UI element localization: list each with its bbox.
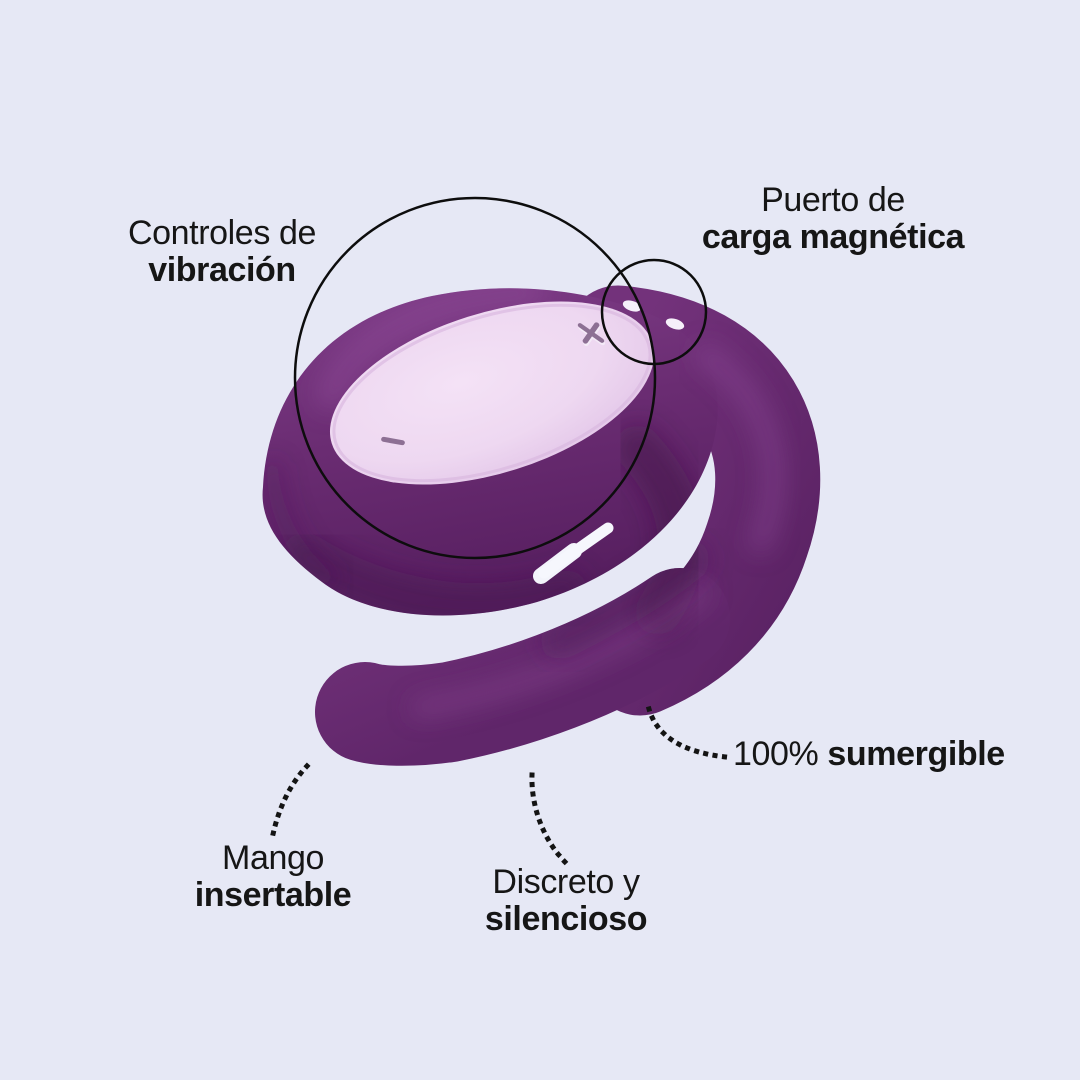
- label-discreet-quiet: Discreto y silencioso: [436, 864, 696, 938]
- leader-line-quiet: [529, 772, 570, 867]
- label-segment-normal: 100%: [733, 735, 828, 773]
- label-submersible: 100% sumergible: [733, 736, 1005, 773]
- label-vibration-controls: Controles de vibración: [82, 215, 362, 289]
- leader-line-submersible: [645, 705, 729, 760]
- callout-circle-controls: [293, 196, 657, 560]
- plus-control-icon: [577, 322, 605, 347]
- label-line-2: vibración: [148, 251, 296, 289]
- control-pad: [329, 301, 655, 485]
- label-line-1: Controles de: [128, 214, 316, 252]
- device-insertable-arm: [315, 568, 730, 766]
- body-gap-highlight: [533, 522, 614, 584]
- leader-line-handle: [269, 762, 311, 842]
- label-line-1: Puerto de: [761, 181, 905, 219]
- callout-circle-charging-port: [600, 258, 708, 366]
- leader-lines: [269, 705, 729, 867]
- label-line-2: silencioso: [484, 900, 648, 938]
- label-segment-bold: sumergible: [827, 735, 1005, 773]
- charging-contacts-icon: [622, 300, 685, 330]
- label-line-2: carga magnética: [701, 218, 965, 256]
- label-insertable-handle: Mango insertable: [143, 840, 403, 914]
- device-shading: [263, 277, 785, 717]
- label-charging-port: Puerto de carga magnética: [673, 182, 993, 256]
- minus-control-icon: [381, 436, 405, 446]
- label-line-1: Mango: [222, 839, 324, 877]
- label-line-2: insertable: [194, 876, 352, 914]
- label-line-1: Discreto y: [492, 863, 640, 901]
